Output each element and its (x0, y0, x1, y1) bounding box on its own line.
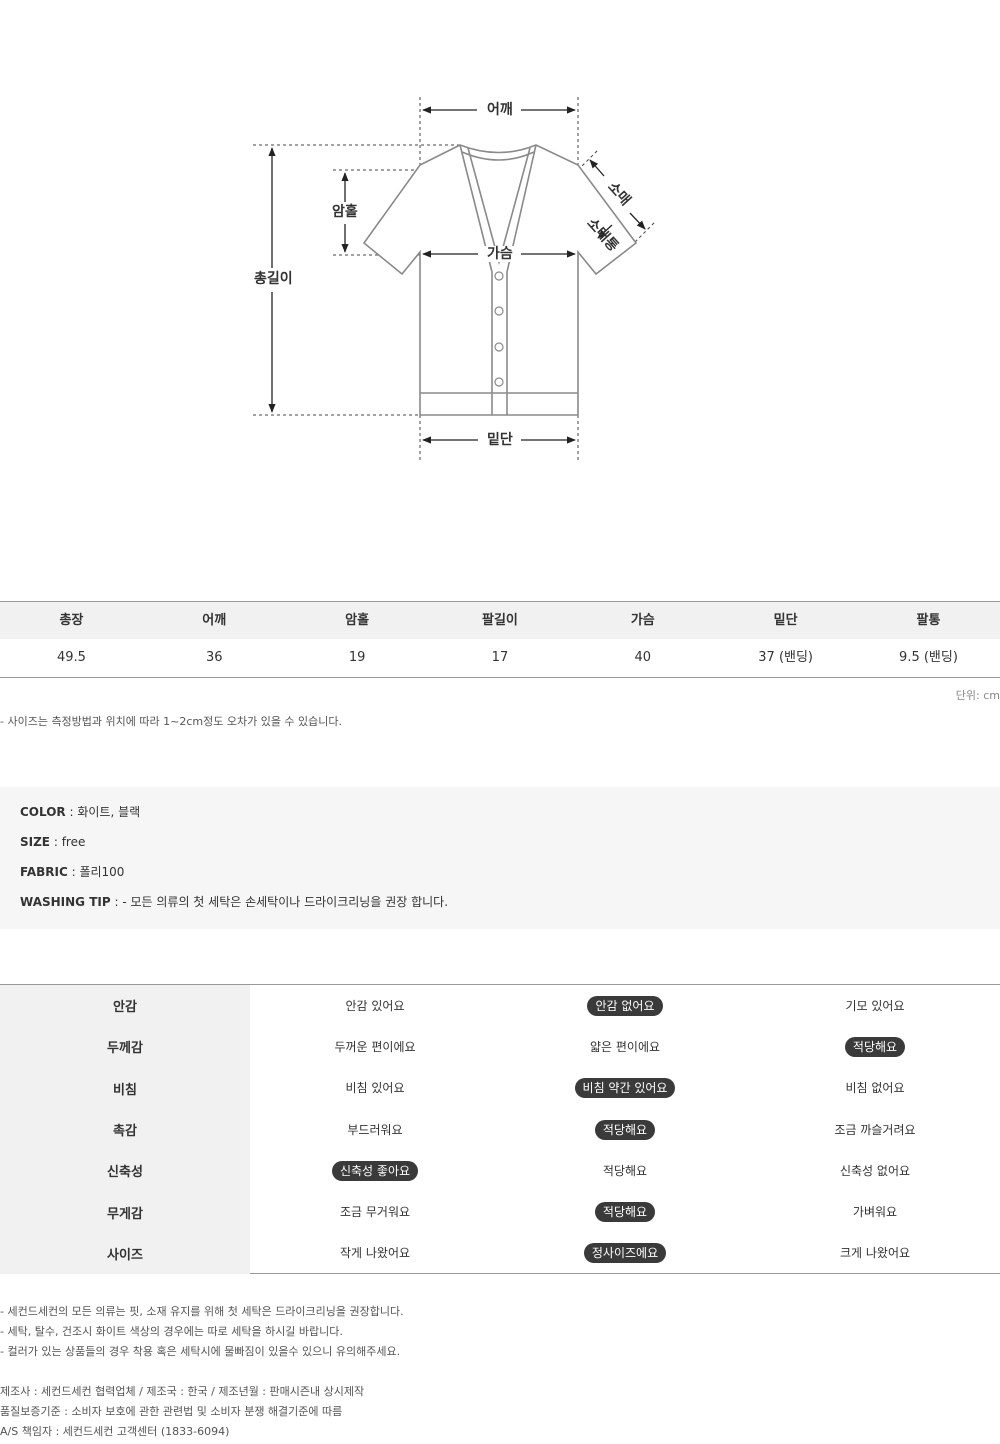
fit-option: 비침 있어요 (345, 1081, 405, 1096)
fit-option-cell: 적당해요 (500, 1191, 750, 1232)
size-table-header-row: 총장 어깨 암홀 팔길이 가슴 밑단 팔통 (0, 602, 1000, 639)
fit-option-cell: 비침 없어요 (750, 1068, 1000, 1109)
fit-row-label: 비침 (0, 1067, 250, 1109)
fit-row: 촉감 부드러워요 적당해요 조금 까슬거려요 (0, 1108, 1000, 1151)
fit-option-cell: 적당해요 (500, 1150, 750, 1191)
fit-row: 사이즈 작게 나왔어요 정사이즈에요 크게 나왔어요 (0, 1232, 1000, 1275)
care-note: - 세탁, 탈수, 건조시 화이트 색상의 경우에는 따로 세탁을 하시길 바랍… (0, 1325, 343, 1338)
fit-option-selected: 비침 약간 있어요 (574, 1078, 676, 1099)
care-note: - 컬러가 있는 상품들의 경우 착용 혹은 세탁시에 물빠짐이 있을수 있으니… (0, 1345, 401, 1358)
info-washing-tip: WASHING TIP : - 모든 의류의 첫 세탁은 손세탁이나 드라이크리… (20, 895, 449, 909)
size-header: 팔통 (916, 613, 941, 628)
size-note: - 사이즈는 측정방법과 위치에 따라 1~2cm정도 오차가 있을 수 있습니… (0, 715, 343, 728)
fit-option: 얇은 편이에요 (589, 1039, 661, 1054)
fit-row-label: 무게감 (0, 1191, 250, 1233)
maker-line: 제조사 : 세컨드세컨 협력업체 / 제조국 : 한국 / 제조년월 : 판매시… (0, 1385, 365, 1398)
info-color: COLOR : 화이트, 블랙 (20, 805, 141, 819)
label-total-length: 총길이 (251, 271, 296, 287)
size-value: 17 (491, 650, 509, 665)
product-info-box: COLOR : 화이트, 블랙 SIZE : free FABRIC : 폴리1… (0, 787, 1000, 929)
fit-option-cell: 두꺼운 편이에요 (250, 1026, 500, 1067)
size-value: 49.5 (56, 650, 86, 665)
fit-option-cell: 조금 무거워요 (250, 1191, 500, 1232)
fit-option: 부드러워요 (347, 1122, 403, 1137)
fit-row-label: 신축성 (0, 1150, 250, 1192)
size-value: 19 (348, 650, 366, 665)
care-note: - 세컨드세컨의 모든 의류는 핏, 소재 유지를 위해 첫 세탁은 드라이크리… (0, 1305, 404, 1318)
fit-option-selected: 신축성 좋아요 (331, 1160, 419, 1181)
fit-row: 두께감 두꺼운 편이에요 얇은 편이에요 적당해요 (0, 1026, 1000, 1068)
size-value: 36 (205, 650, 223, 665)
fit-option: 적당해요 (602, 1163, 648, 1178)
fit-row-label: 촉감 (0, 1108, 250, 1151)
info-fabric: FABRIC : 폴리100 (20, 865, 125, 879)
fit-option-cell: 부드러워요 (250, 1109, 500, 1150)
fit-option: 안감 있어요 (345, 998, 405, 1013)
size-header: 총장 (59, 613, 84, 628)
fit-option-cell: 가벼워요 (750, 1191, 1000, 1232)
fit-option-cell: 크게 나왔어요 (750, 1233, 1000, 1274)
label-hem: 밑단 (484, 432, 516, 448)
fit-option: 가벼워요 (852, 1205, 898, 1220)
fit-option-cell: 비침 있어요 (250, 1068, 500, 1109)
label-armhole: 암홀 (329, 204, 361, 220)
maker-line: 품질보증기준 : 소비자 보호에 관한 관련법 및 소비자 분쟁 해결기준에 따… (0, 1405, 343, 1418)
fit-option-cell: 적당해요 (750, 1026, 1000, 1067)
fit-option-cell: 비침 약간 있어요 (500, 1068, 750, 1109)
fit-option-cell: 안감 있어요 (250, 985, 500, 1026)
fit-option: 조금 무거워요 (339, 1205, 411, 1220)
fit-row: 무게감 조금 무거워요 적당해요 가벼워요 (0, 1191, 1000, 1233)
size-header: 가슴 (630, 613, 655, 628)
fit-option-cell: 정사이즈에요 (500, 1233, 750, 1274)
fit-option: 신축성 없어요 (839, 1163, 911, 1178)
fit-option-selected: 적당해요 (594, 1202, 656, 1223)
fit-row: 신축성 신축성 좋아요 적당해요 신축성 없어요 (0, 1150, 1000, 1192)
fit-option-cell: 적당해요 (500, 1109, 750, 1150)
fit-option: 두꺼운 편이에요 (334, 1039, 416, 1054)
fit-row-label: 사이즈 (0, 1232, 250, 1275)
size-header: 팔길이 (482, 613, 518, 628)
label-chest: 가슴 (484, 246, 516, 262)
fit-row-label: 두께감 (0, 1026, 250, 1068)
fit-option-cell: 신축성 좋아요 (250, 1150, 500, 1191)
fit-row: 안감 안감 있어요 안감 없어요 기모 있어요 (0, 985, 1000, 1027)
fit-option-selected: 적당해요 (844, 1036, 906, 1057)
fit-option-cell: 조금 까슬거려요 (750, 1109, 1000, 1150)
fit-option-selected: 안감 없어요 (587, 995, 663, 1016)
maker-line: A/S 책임자 : 세컨드세컨 고객센터 (1833-6094) (0, 1425, 230, 1438)
size-value: 37 (밴딩) (758, 650, 814, 665)
fit-option-cell: 작게 나왔어요 (250, 1233, 500, 1274)
fit-option: 크게 나왔어요 (839, 1246, 911, 1261)
size-header: 암홀 (345, 613, 370, 628)
size-header: 밑단 (773, 613, 798, 628)
fit-option: 기모 있어요 (845, 998, 905, 1013)
size-header: 어깨 (202, 613, 227, 628)
fit-option-cell: 기모 있어요 (750, 985, 1000, 1026)
label-shoulder: 어깨 (484, 102, 516, 118)
size-table-value-row: 49.5 36 19 17 40 37 (밴딩) 9.5 (밴딩) (0, 639, 1000, 677)
fit-row-label: 안감 (0, 985, 250, 1027)
size-value: 40 (634, 650, 652, 665)
maker-info: 제조사 : 세컨드세컨 협력업체 / 제조국 : 한국 / 제조년월 : 판매시… (0, 1384, 364, 1444)
size-diagram: 어깨 암홀 총길이 가슴 밑단 소매 소매통 (0, 0, 1000, 520)
size-value: 9.5 (밴딩) (899, 650, 958, 665)
fit-option: 비침 없어요 (845, 1081, 905, 1096)
fit-option: 작게 나왔어요 (339, 1246, 411, 1261)
size-table: 총장 어깨 암홀 팔길이 가슴 밑단 팔통 49.5 36 19 17 40 3… (0, 601, 1000, 678)
care-notes: - 세컨드세컨의 모든 의류는 핏, 소재 유지를 위해 첫 세탁은 드라이크리… (0, 1304, 404, 1364)
fit-option-cell: 얇은 편이에요 (500, 1026, 750, 1067)
unit-label: 단위: cm (955, 689, 1000, 702)
fit-option-cell: 안감 없어요 (500, 985, 750, 1026)
fit-row: 비침 비침 있어요 비침 약간 있어요 비침 없어요 (0, 1067, 1000, 1109)
info-size: SIZE : free (20, 835, 86, 849)
fit-option-selected: 적당해요 (594, 1119, 656, 1140)
cardigan-diagram-illustration (253, 97, 657, 460)
fit-option-selected: 정사이즈에요 (583, 1243, 667, 1264)
fit-option: 조금 까슬거려요 (834, 1122, 916, 1137)
fit-option-cell: 신축성 없어요 (750, 1150, 1000, 1191)
